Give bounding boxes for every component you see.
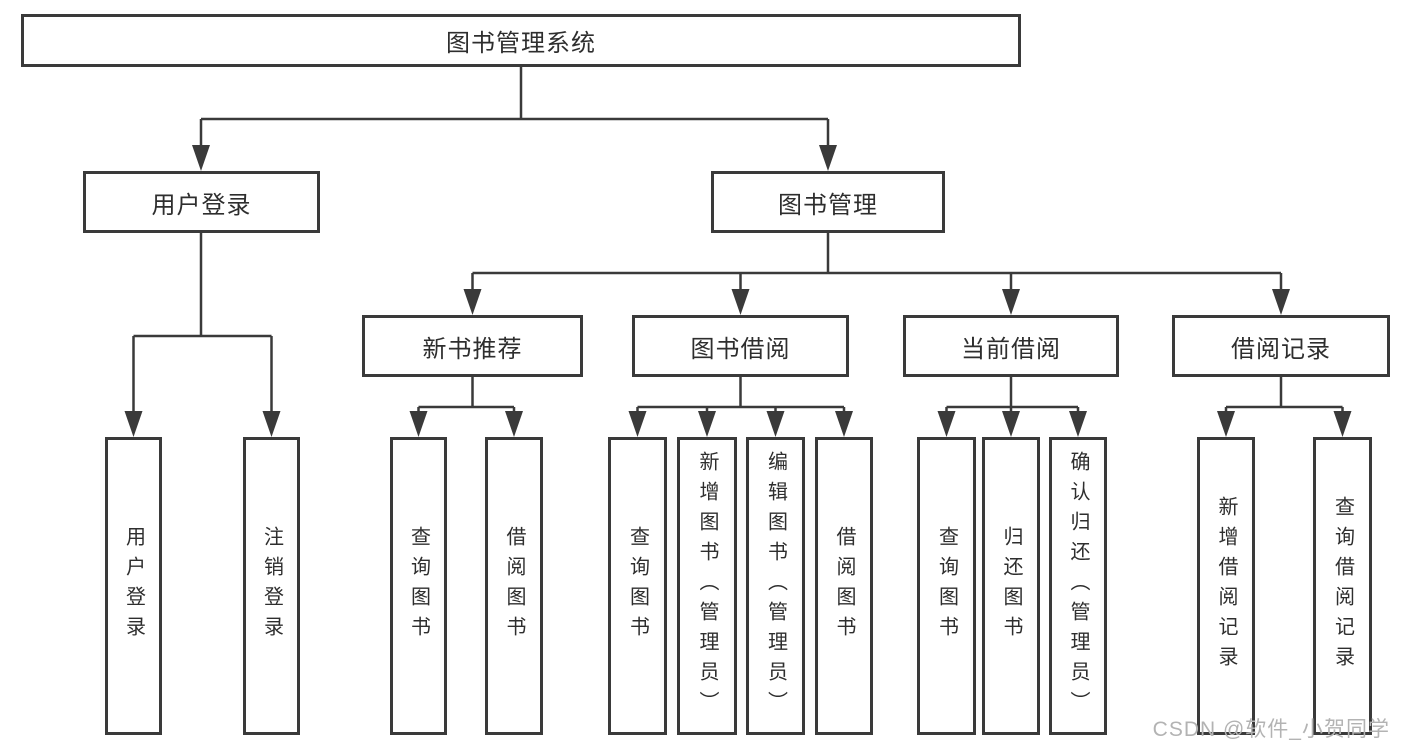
node-borrow-books-recommend: 借阅图书	[485, 437, 543, 735]
node-logout: 注销登录	[243, 437, 300, 735]
node-query-books-borrow: 查询图书	[608, 437, 667, 735]
node-return-books: 归还图书	[982, 437, 1040, 735]
node-borrow-books: 借阅图书	[815, 437, 873, 735]
node-new-book-recommend: 新书推荐	[362, 315, 583, 377]
node-login: 用户登录	[105, 437, 162, 735]
node-query-books-current: 查询图书	[917, 437, 976, 735]
node-library-management-system: 图书管理系统	[21, 14, 1021, 67]
node-book-borrowing: 图书借阅	[632, 315, 849, 377]
node-current-borrowing: 当前借阅	[903, 315, 1119, 377]
node-query-books-recommend: 查询图书	[390, 437, 447, 735]
node-borrowing-records: 借阅记录	[1172, 315, 1390, 377]
node-add-borrow-record: 新增借阅记录	[1197, 437, 1255, 735]
node-add-book-admin: 新增图书（管理员）	[677, 437, 737, 735]
node-confirm-return-admin: 确认归还（管理员）	[1049, 437, 1107, 735]
node-query-borrow-record: 查询借阅记录	[1313, 437, 1372, 735]
node-book-management: 图书管理	[711, 171, 945, 233]
node-edit-book-admin: 编辑图书（管理员）	[746, 437, 805, 735]
node-user-login: 用户登录	[83, 171, 320, 233]
csdn-watermark: CSDN @软件_小贺同学	[1152, 718, 1390, 741]
